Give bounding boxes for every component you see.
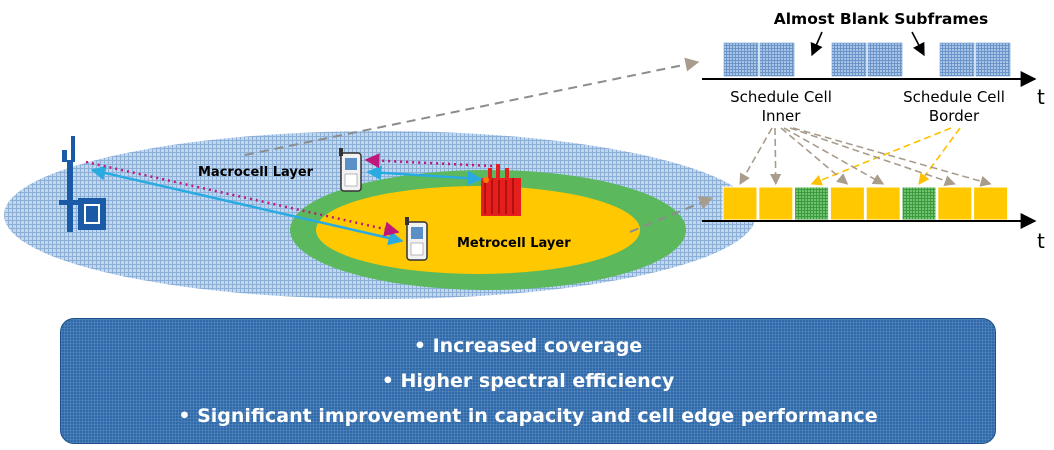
hetnet-diagram: Macrocell Layer Metrocell Layer Almost B… — [4, 10, 1045, 299]
metro-subframe-6 — [937, 186, 973, 221]
macro-subframe-0 — [723, 42, 759, 77]
macro-subframe-3 — [831, 42, 867, 77]
inner-schedule-arrow-0 — [739, 127, 773, 185]
inner-schedule-arrow-1 — [770, 127, 782, 186]
abs-pointer-1 — [810, 31, 823, 57]
schedule-border-label-line1: Schedule Cell — [903, 88, 1005, 106]
benefit-item-2: • Significant improvement in capacity an… — [178, 405, 878, 427]
macro-subframe-6 — [939, 42, 975, 77]
metro-subframe-3 — [829, 186, 865, 221]
inner-schedule-arrow-3 — [780, 127, 849, 185]
macro-subframe-4 — [867, 42, 903, 77]
metrocell-inner-area — [316, 186, 640, 274]
macro-subframe-row — [723, 42, 1011, 77]
macro-ue-phone-icon — [339, 148, 362, 192]
metro-subframe-0 — [722, 186, 758, 221]
metro-subframe-2 — [794, 186, 830, 221]
macro-subframe-7 — [975, 42, 1011, 77]
schedule-border-label-line2: Border — [929, 107, 980, 125]
inner-schedule-arrow-7 — [792, 127, 992, 187]
metro-subframe-1 — [758, 186, 794, 221]
schedule-inner-label-line2: Inner — [762, 107, 802, 125]
benefit-item-0: • Increased coverage — [413, 335, 643, 357]
macro-to-timeline-arrow — [244, 57, 700, 156]
border-schedule-arrow-2 — [810, 127, 952, 186]
macrocell-layer-label: Macrocell Layer — [198, 165, 314, 180]
benefits-box: • Increased coverage • Higher spectral ef… — [60, 318, 996, 444]
schedule-inner-label-line1: Schedule Cell — [730, 88, 832, 106]
macro-subframe-1 — [759, 42, 795, 77]
metro-time-axis-label: t — [1037, 229, 1045, 253]
schedule-arrows — [739, 127, 992, 187]
metro-subframe-7 — [973, 186, 1009, 221]
border-schedule-arrow-5 — [918, 127, 961, 185]
macro-time-axis-label: t — [1037, 85, 1045, 109]
abs-title: Almost Blank Subframes — [774, 10, 989, 28]
inner-schedule-arrow-6 — [789, 127, 956, 187]
metro-subframe-5 — [901, 186, 937, 221]
metrocell-layer-label: Metrocell Layer — [457, 236, 571, 251]
metro-base-station-icon — [481, 164, 521, 216]
metro-subframe-4 — [865, 186, 901, 221]
benefit-item-1: • Higher spectral efficiency — [381, 370, 675, 392]
abs-pointer-2 — [911, 31, 925, 57]
inner-schedule-arrow-4 — [783, 127, 885, 185]
macro-serving-link — [90, 165, 404, 246]
metro-subframe-row — [722, 186, 1009, 221]
metro-serving-link — [366, 165, 483, 186]
metro-ue-phone-icon — [405, 217, 428, 261]
